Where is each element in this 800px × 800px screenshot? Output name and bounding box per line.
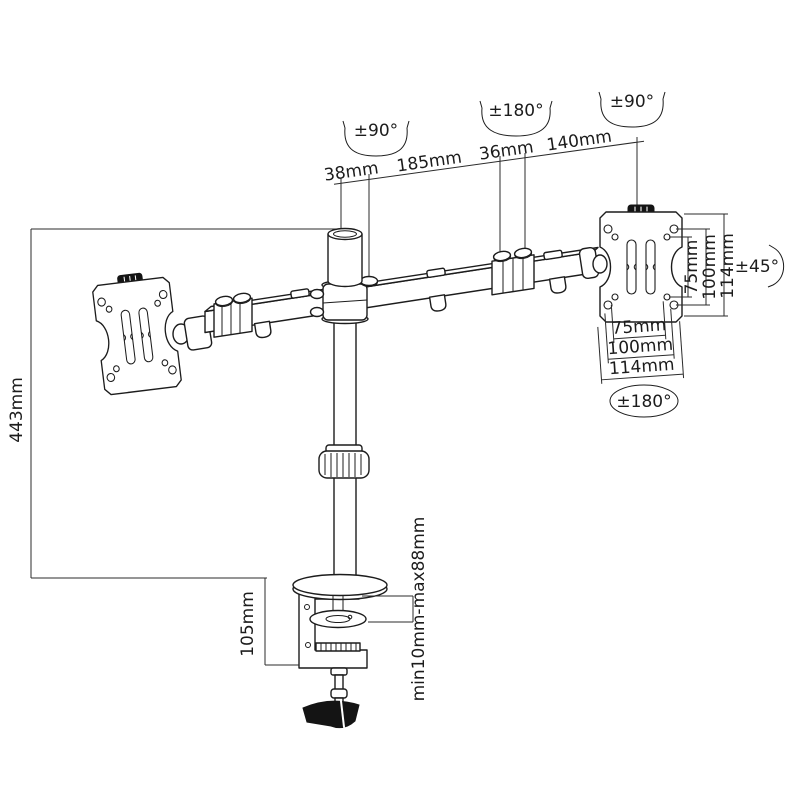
left-vesa-assembly [90,269,213,396]
cable-clip [253,320,273,340]
bracket-hole [305,642,311,648]
rotation-label-mid-swivel: ±180° [488,101,543,121]
bracket-hole [304,604,310,610]
rod-collar [330,688,348,699]
height-adjust-ring [318,444,370,479]
cable-clip [548,276,568,295]
dim-label-clamp-height: 105mm [238,591,258,657]
desk-plate [292,573,388,597]
pole-assembly [309,227,379,587]
pole-cap [327,227,363,288]
clamp-cam-plate [309,596,367,629]
desk-clamp-assembly [292,573,388,729]
cable-clip [428,294,448,313]
dim-label-vesa-h-100: 100mm [607,335,674,360]
clamp-jaw-pad [315,642,361,652]
dim-label-desk-thickness: min10mm-max88mm [409,517,429,702]
rotation-label-pole-swivel: ±90° [354,121,398,141]
dim-label-vesa-h-114: 114mm [608,355,675,380]
pole [333,280,357,587]
swivel-arc-pole [342,120,410,157]
rotation-label-vesa-tilt: ±45° [735,257,779,277]
mid-hinge-joint [491,246,535,296]
right-ball-joint [592,254,608,274]
right-vesa-plate [599,204,683,323]
tilt-arc [767,244,785,288]
rotation-annotation-tilt: ±45° [735,244,785,288]
swivel-arc-end [598,91,666,128]
rotation-label-vesa-rotate: ±180° [616,392,671,412]
dimension-vesa-vertical: 75mm 100mm 114mm [669,213,738,317]
clamp-t-handle [302,700,360,729]
dimension-pole-height: 443mm [7,228,344,579]
right-vesa-assembly [578,204,683,323]
left-hinge-joint [213,291,253,338]
dim-label-pole-height: 443mm [7,377,27,443]
collar-wing-screw [309,288,325,300]
collar-wing-screw [309,306,325,318]
screw-boss [330,667,348,676]
dim-label-vesa-v-100: 100mm [700,234,720,300]
dimension-clamp-height: 105mm [238,578,299,666]
arm-bar [204,246,599,340]
dim-label-vesa-v-114: 114mm [718,233,738,299]
rotation-label-end-swivel: ±90° [610,92,654,112]
dim-label-vesa-h-75: 75mm [611,315,667,339]
dimension-desk-thickness: min10mm-max88mm [362,517,429,702]
dimension-vesa-horizontal: 75mm 100mm 114mm [597,301,685,384]
rotation-annotation-vesa: ±180° [609,384,679,418]
rotation-annotations-top: ±90° ±180° ±90° [342,91,666,157]
collar-top-screw [359,275,379,288]
swivel-arc-mid [479,100,553,137]
rotation-ellipse [609,384,679,418]
dim-label-vesa-v-75: 75mm [682,240,702,295]
